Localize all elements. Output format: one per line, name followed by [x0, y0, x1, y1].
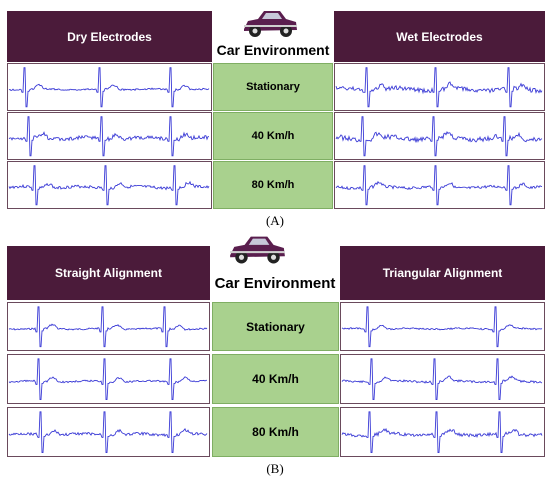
ecg-trace-wet-stationary — [334, 63, 545, 111]
ecg-waveform — [335, 67, 543, 108]
ecg-waveform — [341, 411, 543, 454]
ecg-line — [8, 306, 208, 348]
ecg-waveform — [335, 116, 543, 157]
ecg-trace-straight-40kmh — [7, 354, 210, 404]
ecg-line — [8, 411, 208, 454]
header-triangular-alignment: Triangular Alignment — [340, 246, 545, 300]
ecg-trace-dry-80kmh — [7, 161, 212, 209]
ecg-waveform — [8, 67, 210, 108]
caption-b: (B) — [266, 461, 284, 476]
ecg-trace-triangular-80kmh — [340, 407, 545, 457]
ecg-waveform — [341, 358, 543, 401]
condition-40kmh: 40 Km/h — [212, 354, 339, 404]
ecg-trace-dry-stationary — [7, 63, 212, 111]
ecg-waveform — [8, 116, 210, 157]
condition-80kmh: 80 Km/h — [213, 161, 333, 209]
ecg-trace-triangular-stationary — [340, 302, 545, 351]
ecg-trace-wet-40kmh — [334, 112, 545, 160]
ecg-trace-triangular-40kmh — [340, 354, 545, 404]
ecg-line — [341, 358, 543, 401]
header-straight-alignment: Straight Alignment — [7, 246, 210, 300]
ecg-line — [8, 67, 210, 108]
ecg-trace-wet-80kmh — [334, 161, 545, 209]
ecg-waveform — [8, 358, 207, 401]
ecg-waveform — [8, 411, 208, 454]
ecg-line — [8, 358, 207, 401]
condition-stationary: Stationary — [212, 302, 339, 351]
ecg-waveform — [8, 306, 208, 348]
environment-title: Car Environment — [216, 42, 330, 58]
ecg-waveform — [335, 165, 543, 206]
car-icon — [230, 236, 285, 264]
ecg-trace-straight-80kmh — [7, 407, 210, 457]
ecg-line — [341, 411, 543, 454]
car-icon — [244, 11, 297, 37]
ecg-line — [341, 306, 543, 348]
ecg-line — [335, 165, 543, 206]
condition-stationary: Stationary — [213, 63, 333, 111]
ecg-line — [8, 165, 210, 206]
environment-title: Car Environment — [214, 275, 336, 292]
caption-a: (A) — [265, 213, 285, 228]
condition-40kmh: 40 Km/h — [213, 112, 333, 160]
ecg-waveform — [8, 165, 210, 206]
ecg-waveform — [341, 306, 543, 348]
ecg-trace-dry-40kmh — [7, 112, 212, 160]
ecg-line — [8, 116, 210, 157]
condition-80kmh: 80 Km/h — [212, 407, 339, 457]
ecg-trace-straight-stationary — [7, 302, 210, 351]
ecg-line — [335, 67, 543, 108]
header-wet-electrodes: Wet Electrodes — [334, 11, 545, 62]
header-dry-electrodes: Dry Electrodes — [7, 11, 212, 62]
panel-a: Dry Electrodes Car Environment Wet Elect… — [0, 0, 550, 232]
ecg-line — [335, 116, 543, 157]
